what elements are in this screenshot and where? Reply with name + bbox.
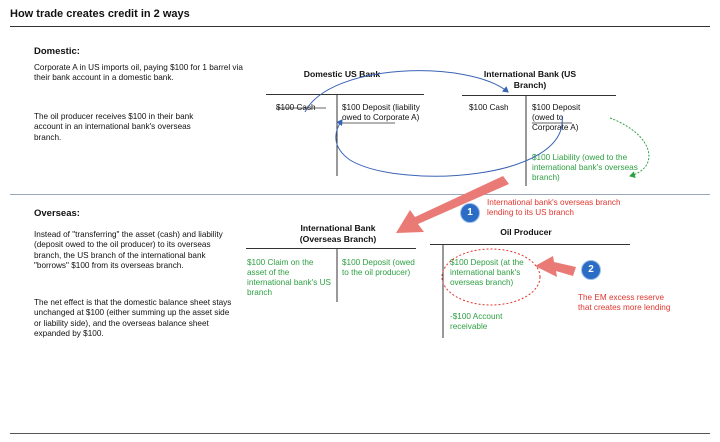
bottom-rule bbox=[10, 433, 710, 434]
transfer-arrow-cash bbox=[304, 70, 509, 113]
note-overseas-lending: International bank's overseas branch len… bbox=[487, 198, 621, 217]
oil-producer-asset: $100 Deposit (at the international bank'… bbox=[450, 258, 524, 287]
overseas-paragraph-1: Instead of "transferring" the asset (cas… bbox=[34, 230, 223, 271]
us-branch-liability: $100 Deposit (owed to Corporate A) bbox=[532, 103, 581, 132]
badge-1: 1 bbox=[460, 203, 480, 223]
us-branch-title: International Bank (US Branch) bbox=[483, 69, 577, 90]
overseas-heading: Overseas: bbox=[34, 208, 80, 219]
domestic-paragraph-1: Corporate A in US imports oil, paying $1… bbox=[34, 63, 243, 83]
red-arrow-2 bbox=[535, 256, 576, 277]
domestic-paragraph-2: The oil producer receives $100 in their … bbox=[34, 112, 194, 142]
us-branch-asset: $100 Cash bbox=[469, 103, 509, 112]
us-branch-rule bbox=[462, 95, 616, 96]
page-title: How trade creates credit in 2 ways bbox=[10, 8, 190, 20]
domestic-bank-asset: $100 Cash bbox=[276, 103, 316, 112]
domestic-bank-liability: $100 Deposit (liability owed to Corporat… bbox=[342, 103, 420, 122]
oil-producer-rule bbox=[430, 244, 630, 245]
overseas-paragraph-2: The net effect is that the domestic bala… bbox=[34, 298, 232, 339]
domestic-heading: Domestic: bbox=[34, 46, 80, 57]
red-arrow-1 bbox=[396, 176, 509, 233]
green-liability-arrow bbox=[609, 117, 650, 179]
oil-producer-title: Oil Producer bbox=[500, 227, 552, 237]
overseas-branch-liability: $100 Deposit (owed to the oil producer) bbox=[342, 258, 415, 277]
section-divider bbox=[10, 194, 710, 195]
domestic-bank-rule bbox=[266, 94, 424, 95]
overseas-branch-rule bbox=[246, 248, 416, 249]
badge-2: 2 bbox=[581, 260, 601, 280]
transfer-arrow-deposit bbox=[335, 115, 563, 177]
overseas-branch-asset: $100 Claim on the asset of the internati… bbox=[247, 258, 331, 297]
domestic-bank-title: Domestic US Bank bbox=[303, 69, 381, 79]
deposit-highlight-ellipse bbox=[441, 248, 541, 306]
oil-producer-liability: -$100 Account receivable bbox=[450, 312, 503, 331]
top-rule bbox=[10, 26, 710, 27]
overseas-branch-title: International Bank (Overseas Branch) bbox=[299, 223, 377, 244]
note-em-excess-reserve: The EM excess reserve that creates more … bbox=[578, 293, 671, 312]
us-branch-liability-2: $100 Liability (owed to the internationa… bbox=[532, 153, 638, 182]
